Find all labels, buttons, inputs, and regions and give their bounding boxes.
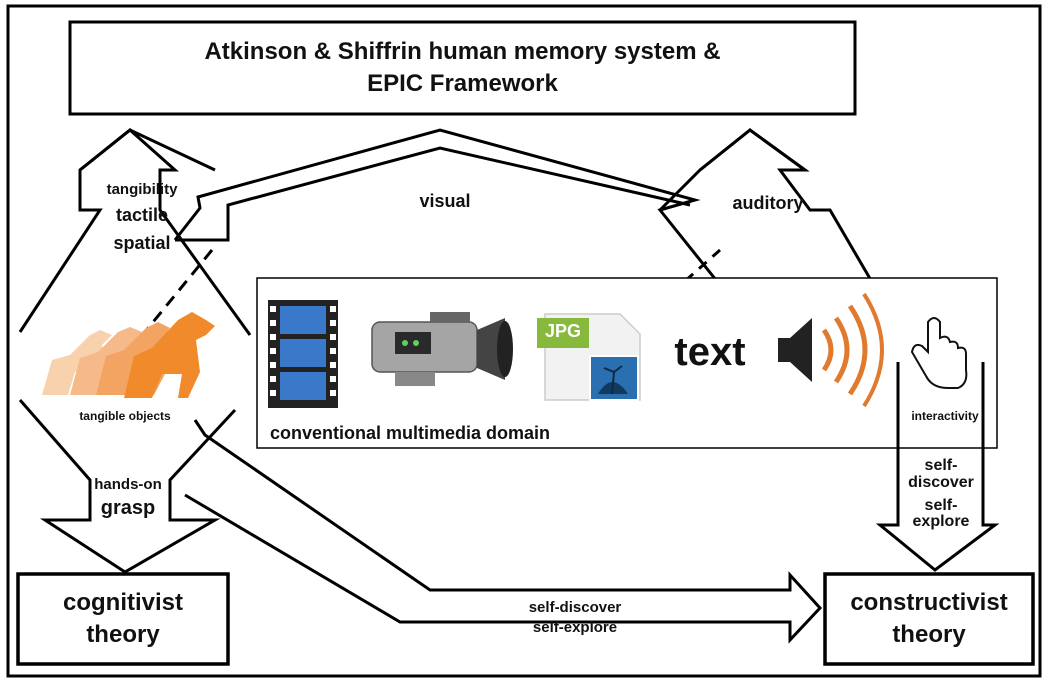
- text-media-label: text: [674, 330, 746, 374]
- jpg-image-icon: [537, 313, 641, 401]
- right-up-arrowhead: [699, 128, 810, 172]
- constructivist-theory-text: constructivist theory: [825, 574, 1033, 664]
- auditory-label: auditory: [732, 193, 804, 213]
- bottom-long-arrow: [184, 419, 823, 644]
- cognitivist-line1: cognitivist: [62, 588, 183, 616]
- right-explore-line4: explore: [912, 513, 970, 531]
- bottom-self-discover-line1: self-discover: [528, 599, 622, 616]
- tangibility-label: tangibility: [106, 181, 178, 198]
- hand-cursor-icon: [910, 317, 968, 389]
- memory-system-line2: EPIC Framework: [367, 70, 558, 97]
- film-strip-icon: [268, 300, 338, 408]
- right-discover-line2: discover: [908, 473, 974, 491]
- cognitivist-line2: theory: [86, 621, 160, 648]
- hands-on-label: hands-on: [94, 476, 162, 493]
- video-camera-icon: [371, 312, 513, 386]
- bottom-self-discover-label: self-discover self-explore: [500, 598, 650, 637]
- constructivist-line1: constructivist: [850, 588, 1008, 616]
- interactivity-label: interactivity: [911, 409, 979, 423]
- right-self-line3: self-: [924, 496, 958, 514]
- left-up-arrowhead: [79, 128, 216, 172]
- left-down-arrow: [18, 399, 237, 574]
- right-self-discover-label: self- discover self- explore: [900, 457, 982, 531]
- visual-channel-left-arm: [175, 146, 691, 242]
- memory-system-line1: Atkinson & Shiffrin human memory system …: [204, 37, 721, 65]
- memory-system-title: Atkinson & Shiffrin human memory system …: [70, 22, 855, 114]
- bottom-self-explore-line2: self-explore: [532, 618, 618, 636]
- speaker-icon: [778, 292, 884, 408]
- constructivist-line2: theory: [892, 621, 966, 648]
- memory-system-box: [68, 20, 857, 116]
- tangible-objects-label: tangible objects: [79, 409, 171, 423]
- grasp-label: grasp: [100, 497, 156, 519]
- cognitivist-theory-box: [16, 572, 230, 666]
- jpg-label: JPG: [544, 321, 582, 341]
- visual-label: visual: [419, 191, 471, 211]
- cognitivist-theory-text: cognitivist theory: [18, 574, 228, 664]
- spatial-label: spatial: [113, 233, 171, 253]
- right-down-arrow: [875, 362, 1000, 572]
- tactile-label: tactile: [115, 205, 169, 225]
- tangible-objects-icon: [42, 312, 215, 398]
- right-self-line1: self-: [924, 457, 958, 474]
- constructivist-theory-box: [823, 572, 1035, 666]
- conventional-multimedia-label: conventional multimedia domain: [270, 423, 551, 443]
- outer-border: [6, 4, 1042, 678]
